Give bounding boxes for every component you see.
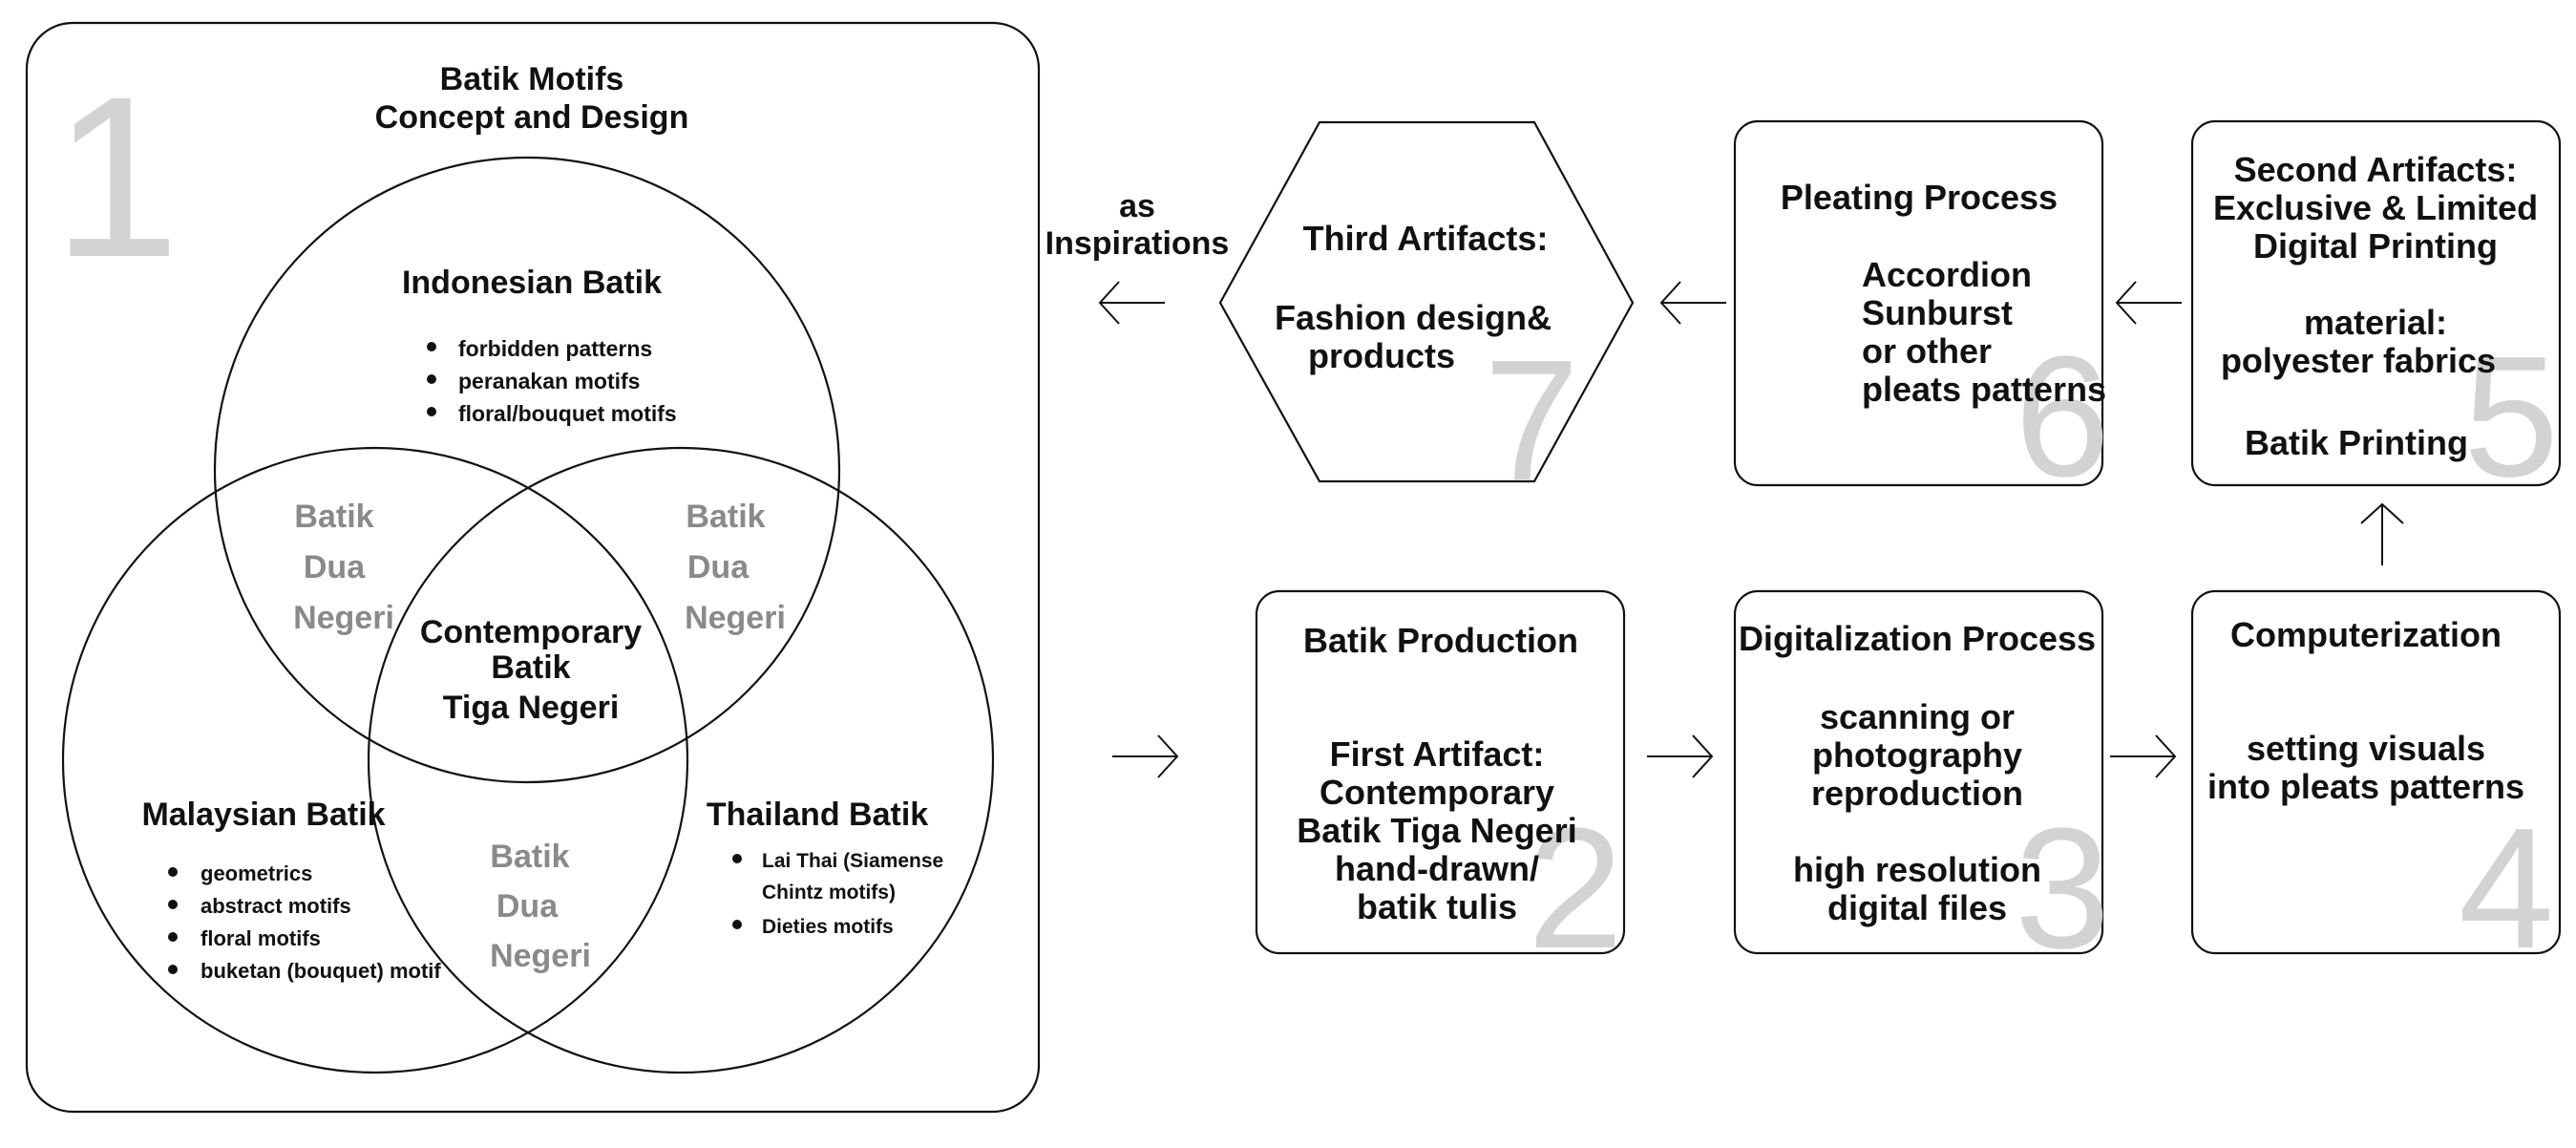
step-2-box [1255,589,1626,955]
venn-circle-malaysian [61,446,689,1074]
bullet-dot [427,374,436,384]
step-5-title-line: Second Artifacts: [2234,150,2518,189]
overlap-right-line: Dua [687,549,750,585]
step-3-number: 3 [2015,793,2110,985]
indonesian-item: peranakan motifs [458,369,640,393]
overlap-left-line: Batik [294,499,373,535]
step-4-body-line: into pleats patterns [2207,767,2524,806]
step-4-box [2190,589,2562,955]
step-5-number: 5 [2463,321,2559,513]
step-5-box [2190,119,2562,487]
step-6-body-line: or other [1862,331,1992,371]
malaysian-item: geometrics [201,861,312,885]
bullet-dot [168,932,178,942]
step-7-hexagon [1218,120,1635,483]
center-line: Tiga Negeri [443,690,620,726]
venn-circle-thailand [367,446,995,1074]
step-2-body-line: First Artifact: [1330,734,1545,774]
step-2-number: 2 [1528,793,1623,985]
step-7-title: Third Artifacts: [1303,219,1549,258]
center-line: Batik [491,649,570,686]
malaysian-item: buketan (bouquet) motif [201,959,441,983]
bullet-dot [732,920,742,929]
arrow-right-icon [1647,734,1714,778]
step-6-number: 6 [2015,321,2110,513]
inspirations-label-line1: as [1119,188,1155,224]
thailand-batik-title: Thailand Batik [707,797,928,833]
step-3-box [1733,589,2104,955]
center-line: Contemporary [420,614,642,650]
bullet-dot [427,407,436,416]
arrow-right-icon [2110,734,2177,778]
indonesian-item: floral/bouquet motifs [458,401,677,426]
panel-1-number: 1 [53,49,179,305]
bullet-dot [168,867,178,877]
overlap-right-line: Negeri [685,600,786,636]
step-2-body-line: batik tulis [1357,887,1517,926]
overlap-bottom-line: Dua [496,888,559,925]
step-6-title: Pleating Process [1781,178,2058,217]
step-3-body-line: photography [1812,735,2022,775]
step-4-number: 4 [2459,793,2554,985]
malaysian-item: floral motifs [201,926,321,950]
step-5-title-line: Exclusive & Limited [2213,188,2538,227]
step-4-title: Computerization [2230,615,2502,654]
overlap-bottom-line: Negeri [490,938,591,974]
overlap-right-line: Batik [686,499,765,535]
step-7-body-line: Fashion design& [1275,298,1552,337]
step-6-body-line: pleats patterns [1862,370,2106,409]
arrow-right-icon [1112,734,1179,778]
overlap-left-line: Negeri [293,600,394,636]
step-5-body-line: Batik Printing [2245,423,2468,462]
venn-circle-indonesian [213,156,841,784]
arrow-left-icon [1659,281,1726,325]
step-5-title-line: Digital Printing [2253,226,2498,266]
step-3-body-line: scanning or [1820,697,2015,736]
thailand-item: Chintz motifs) [762,882,896,904]
arrow-left-icon [2115,281,2182,325]
thailand-item: Lai Thai (Siamense [762,850,943,872]
overlap-bottom-line: Batik [490,839,569,875]
arrow-up-icon [2360,502,2404,565]
step-6-body-line: Sunburst [1862,293,2013,332]
indonesian-item: forbidden patterns [458,336,652,361]
bullet-dot [427,342,436,351]
thailand-item: Dieties motifs [762,916,894,938]
step-3-body-line: digital files [1827,888,2007,927]
inspirations-label-line2: Inspirations [1045,225,1230,262]
malaysian-item: abstract motifs [201,894,351,918]
step-5-body-line: polyester fabrics [2221,341,2496,380]
step-6-body-line: Accordion [1862,255,2032,294]
step-3-body-line: high resolution [1793,850,2041,889]
bullet-dot [732,854,742,863]
arrow-left-icon [1098,281,1165,325]
bullet-dot [168,965,178,974]
step-6-box [1733,119,2104,487]
step-2-title: Batik Production [1303,621,1578,660]
step-7-number: 7 [1484,325,1579,517]
step-4-body-line: setting visuals [2247,729,2485,768]
malaysian-batik-title: Malaysian Batik [141,797,385,833]
step-3-title: Digitalization Process [1739,619,2096,658]
indonesian-batik-title: Indonesian Batik [402,265,662,301]
panel-1-title-line1: Batik Motifs [440,61,624,97]
step-2-body-line: Contemporary [1320,773,1554,812]
step-5-body-line: material: [2304,303,2447,342]
step-2-body-line: Batik Tiga Negeri [1297,811,1576,850]
bullet-dot [168,900,178,909]
panel-1-title-line2: Concept and Design [375,99,689,136]
step-7-body-line: products [1308,336,1455,375]
overlap-left-line: Dua [304,549,366,585]
step-3-body-line: reproduction [1811,774,2023,813]
step-2-body-line: hand-drawn/ [1335,849,1539,888]
